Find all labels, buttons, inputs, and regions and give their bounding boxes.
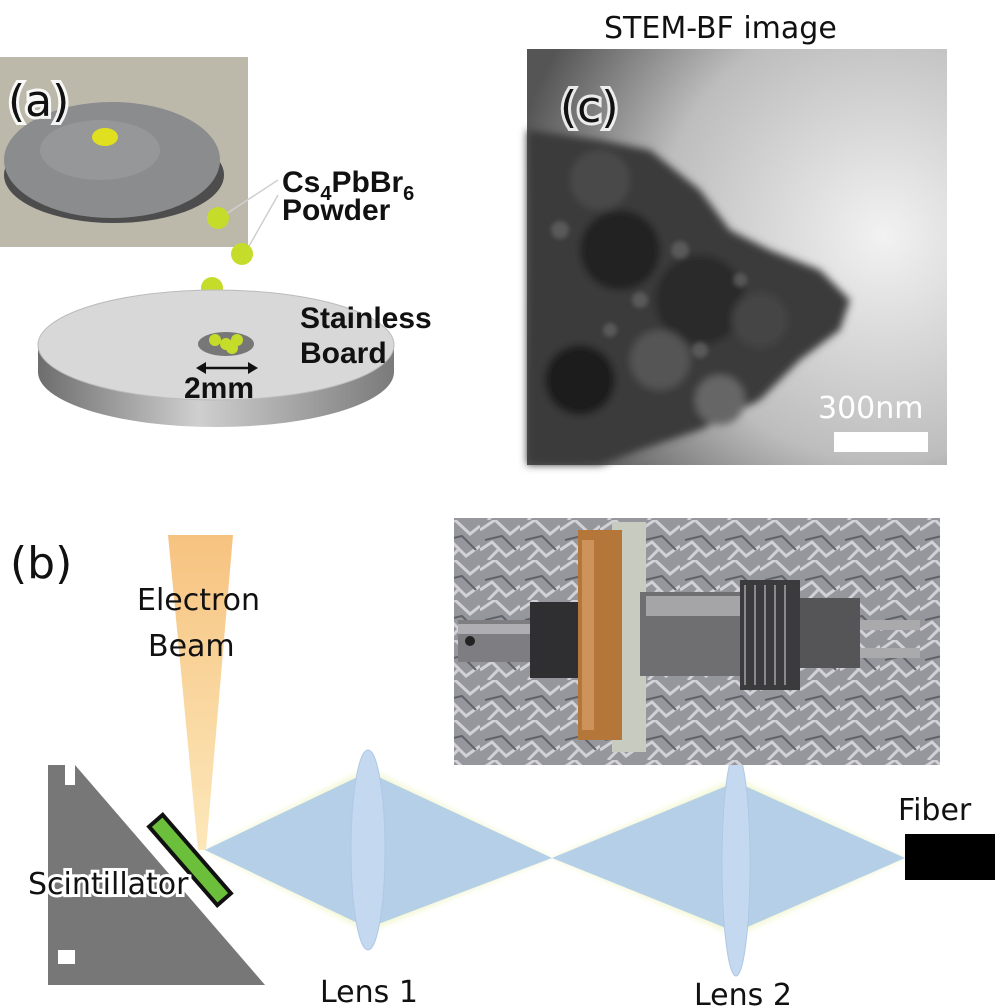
powder-label: Powder	[282, 194, 391, 227]
svg-text:Scintillator: Scintillator	[28, 867, 189, 902]
lens-1	[350, 749, 386, 951]
scale-label: 300nm	[818, 391, 924, 426]
lens-2-label: Lens 2	[694, 978, 792, 1007]
powder-spot-photo	[92, 128, 118, 146]
panel-a: (a) (a) Cs4PbBr6 Powder Stainless Board	[0, 57, 432, 427]
stem-image	[527, 49, 947, 465]
lens-1-label: Lens 1	[320, 975, 418, 1007]
panel-c-letter: (c)	[560, 82, 619, 133]
stem-title: STEM-BF image	[604, 11, 837, 46]
panel-b: (b) Electron Beam Scintillator Scintilla…	[10, 518, 995, 1007]
panel-a-letter: (a)	[8, 76, 69, 127]
electron-beam	[168, 535, 233, 850]
dimension-arrow	[196, 362, 258, 374]
svg-text:(c): (c)	[560, 82, 619, 133]
board-label-1: Stainless	[300, 302, 432, 335]
beam-label-1: Electron	[137, 583, 260, 618]
powder-formula: Cs4PbBr6	[282, 166, 414, 205]
light-path	[205, 768, 905, 936]
scintillator-holder	[48, 765, 265, 985]
powder-particles	[201, 179, 279, 299]
detector-photo	[454, 518, 940, 765]
fiber-label: Fiber	[898, 793, 972, 828]
scintillator-label: Scintillator	[28, 867, 189, 902]
sample-photo	[0, 57, 248, 247]
board-label-2: Board	[300, 337, 387, 370]
lens-2	[721, 751, 751, 977]
beam-label-2: Beam	[148, 629, 235, 664]
svg-text:(a): (a)	[8, 76, 69, 127]
panel-c: STEM-BF image (c) (c) 300nm	[527, 11, 947, 465]
scale-bar	[834, 432, 928, 452]
fiber	[905, 834, 995, 880]
scintillator	[146, 812, 234, 908]
stainless-board	[37, 289, 395, 427]
panel-b-letter: (b)	[10, 538, 72, 589]
dimension-label: 2mm	[184, 372, 254, 405]
